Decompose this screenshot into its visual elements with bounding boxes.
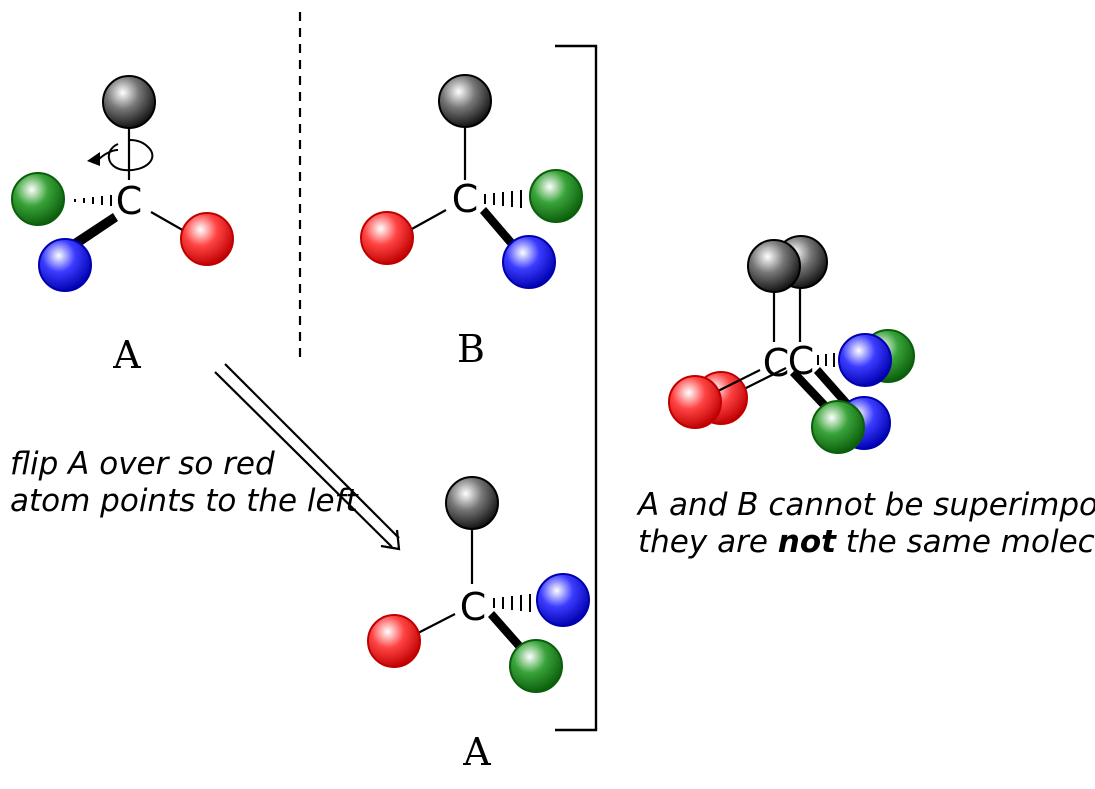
- bond-red: [409, 209, 447, 231]
- blue-atom: [536, 573, 590, 627]
- flip-instruction-line2: atom points to the left: [10, 483, 360, 519]
- molecule-a-flipped: C: [367, 476, 590, 693]
- green-atom: [509, 639, 563, 693]
- hashed-bond-blue: [493, 594, 531, 612]
- superimpose-conclusion-line2: they are not the same molecule: [638, 524, 1095, 560]
- rotation-arrow-tail: [97, 149, 119, 161]
- superimpose-conclusion-line1: A and B cannot be superimposed;: [636, 487, 1095, 523]
- molecule-a-top: C: [11, 75, 234, 292]
- wedge-bond-blue: [72, 213, 118, 248]
- carbon-symbol-front: C: [763, 341, 790, 385]
- rotation-arrowhead-icon: [87, 152, 100, 166]
- black-atom: [445, 476, 499, 530]
- red-atom: [367, 614, 421, 668]
- blue-atom: [502, 235, 556, 289]
- red-atom-front: [668, 375, 722, 429]
- molecule-label-a-bottom: A: [462, 730, 491, 774]
- black-atom: [438, 74, 492, 128]
- wedge-bond-blue: [480, 207, 516, 248]
- green-atom: [529, 169, 583, 223]
- hashed-bond-green: [484, 190, 522, 208]
- green-atom: [11, 172, 65, 226]
- molecule-label-b: B: [457, 327, 485, 371]
- green-atom-front: [811, 400, 865, 454]
- blue-atom-front: [838, 333, 892, 387]
- bond-red: [417, 613, 456, 634]
- molecule-b: C: [360, 74, 583, 289]
- superimposed-molecules: C C: [668, 235, 915, 454]
- superimpose-conclusion-line2-a: they are: [638, 524, 778, 560]
- molecule-label-a-top: A: [112, 333, 141, 377]
- flip-instruction: flip A over so red atom points to the le…: [10, 446, 360, 519]
- wedge-bond-green: [488, 611, 524, 651]
- bond-red: [150, 211, 187, 233]
- red-atom: [180, 212, 234, 266]
- blue-atom: [38, 238, 92, 292]
- carbon-symbol-back: C: [788, 339, 815, 383]
- superimpose-conclusion: A and B cannot be superimposed;: [636, 487, 1095, 523]
- carbon-symbol: C: [460, 585, 487, 629]
- superimpose-conclusion-not: not: [778, 524, 837, 560]
- black-atom-front: [747, 239, 801, 293]
- rotation-arrow-icon: [108, 139, 154, 172]
- bracket: [555, 44, 598, 732]
- carbon-symbol: C: [452, 177, 479, 221]
- superimpose-conclusion-line2-b: the same molecule: [836, 524, 1095, 560]
- hashed-bond-green: [74, 195, 112, 206]
- flip-arrow-icon: [214, 363, 401, 551]
- carbon-symbol: C: [116, 179, 143, 223]
- flip-instruction-line1: flip A over so red: [10, 446, 275, 482]
- black-atom: [102, 75, 156, 129]
- red-atom: [360, 211, 414, 265]
